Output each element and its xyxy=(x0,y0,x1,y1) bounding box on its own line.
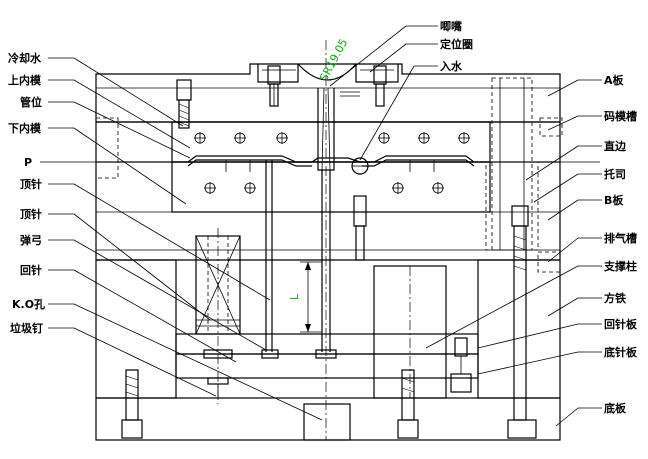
lower-core-cooling-holes xyxy=(204,182,444,194)
label-guide-bush: 托司 xyxy=(604,167,626,181)
b-plate xyxy=(95,162,561,261)
ejector-pin-center xyxy=(321,40,331,440)
spacer-block-right xyxy=(477,259,561,399)
bottom-screw-left xyxy=(121,369,143,439)
label-guide-pin: 直边 xyxy=(604,139,627,153)
label-lower-core: 下内模 xyxy=(8,121,42,135)
label-ko-hole: K.O孔 xyxy=(12,298,45,311)
label-stop-pin: 垃圾钉 xyxy=(10,321,43,335)
label-ejector-retainer: 回针板 xyxy=(604,317,638,331)
label-upper-core: 上内模 xyxy=(8,73,42,87)
label-return-pin: 回针 xyxy=(20,263,42,277)
label-a-plate: A板 xyxy=(604,73,625,87)
guide-pin xyxy=(491,77,533,251)
sprue-radius-dimension: SR19.05 xyxy=(317,37,350,84)
label-support-pillar: 支撑柱 xyxy=(603,259,637,273)
molded-part xyxy=(187,155,475,172)
label-vent-slot: 排气槽 xyxy=(604,231,637,245)
label-clamp-slot: 码模槽 xyxy=(604,109,637,123)
label-spring: 弹弓 xyxy=(20,233,42,247)
locating-screw-right xyxy=(373,65,387,107)
stroke-dimension xyxy=(300,261,322,333)
bottom-screw-center xyxy=(397,369,419,439)
ejector-plate-screw xyxy=(450,337,472,393)
ko-hole xyxy=(303,403,351,441)
label-ejector-base: 底针板 xyxy=(604,345,638,359)
stroke-dimension-label: L xyxy=(288,293,301,300)
gate-inlet xyxy=(351,157,369,175)
leader-lines xyxy=(48,25,602,427)
locating-screw-left xyxy=(267,65,281,107)
label-b-plate: B板 xyxy=(604,193,624,207)
label-cooling-water: 冷却水 xyxy=(8,51,42,65)
label-ejector-pin-2: 顶针 xyxy=(20,207,42,221)
ejector-base-plate xyxy=(175,353,479,379)
label-bottom-plate: 底板 xyxy=(604,401,627,415)
bottom-screw-right xyxy=(507,205,537,439)
cooling-water-connector xyxy=(176,79,192,129)
ejector-pin-left xyxy=(265,160,273,352)
label-ejector-pin-1: 顶针 xyxy=(20,177,42,191)
upper-core-cooling-holes xyxy=(194,132,470,144)
label-sprue: 唧嘴 xyxy=(440,19,462,33)
label-spacer-block: 方铁 xyxy=(604,291,626,305)
label-parting-line: P xyxy=(24,156,32,169)
label-water-inlet: 入水 xyxy=(440,59,463,73)
label-pipe-position: 管位 xyxy=(20,95,42,109)
spacer-block-left xyxy=(95,259,177,399)
core-screw xyxy=(353,195,367,261)
label-locating-ring: 定位圈 xyxy=(440,37,473,51)
